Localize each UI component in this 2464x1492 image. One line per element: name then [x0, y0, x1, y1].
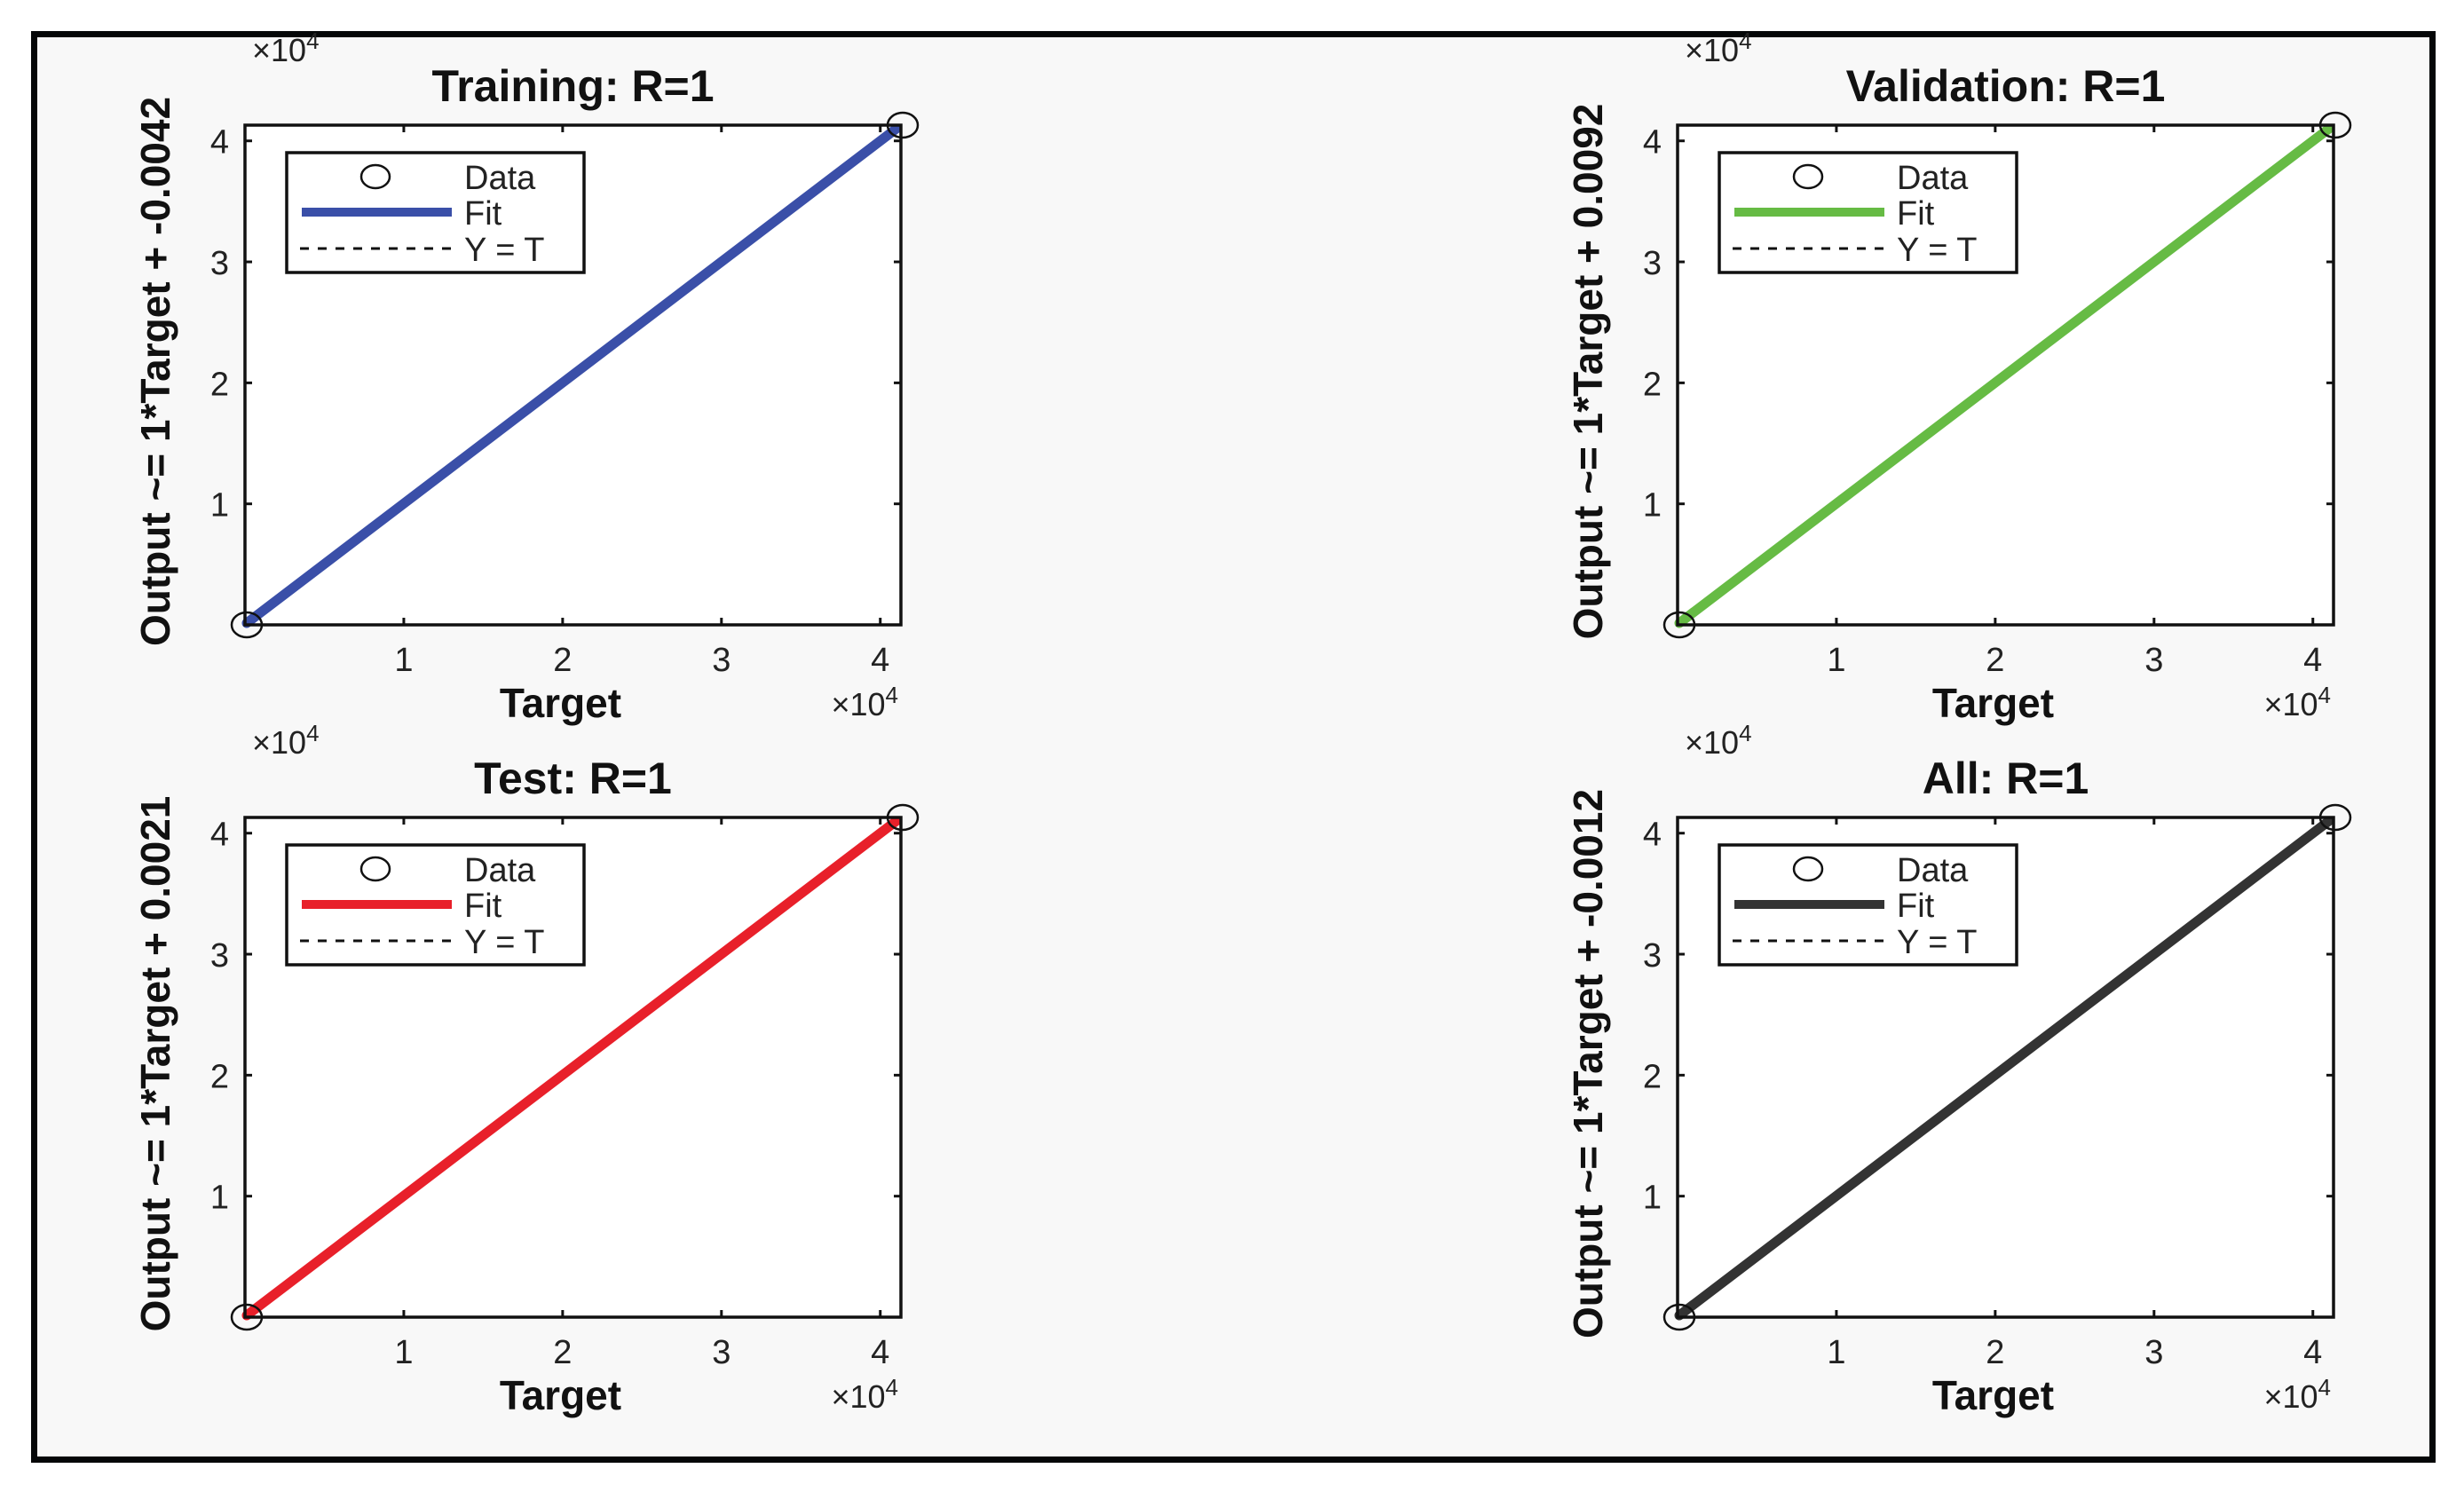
x-tick-label: 2: [1986, 1334, 2004, 1371]
x-tick-label: 4: [2303, 642, 2322, 679]
y-exponent-label: ×104: [252, 28, 320, 68]
x-tick-label: 1: [1827, 642, 1845, 679]
y-tick-label: 4: [210, 124, 229, 162]
panel-title: Test: R=1: [474, 754, 672, 803]
x-tick-label: 3: [2144, 642, 2163, 679]
panel-title: All: R=1: [1923, 754, 2089, 803]
y-tick-label: 3: [1643, 245, 1662, 282]
legend-identity-label: Y = T: [1897, 232, 1978, 269]
y-axis-label: Output ~= 1*Target + -0.0042: [132, 97, 178, 646]
y-axis-label: Output ~= 1*Target + 0.0092: [1565, 104, 1611, 640]
y-tick-label: 1: [210, 487, 229, 525]
y-tick-label: 2: [1643, 1058, 1662, 1095]
x-tick-label: 3: [2144, 1334, 2163, 1371]
y-tick-label: 1: [1643, 1180, 1662, 1217]
fit-line: [241, 123, 902, 628]
y-tick-label: 3: [210, 245, 229, 282]
x-tick-label: 4: [2303, 1334, 2322, 1371]
y-tick-label: 1: [210, 1180, 229, 1217]
legend-data-icon: [359, 856, 391, 882]
axes-box: [1676, 123, 2335, 627]
y-axis-label: Output ~= 1*Target + 0.0021: [132, 796, 178, 1332]
legend-data-icon: [1792, 856, 1824, 882]
y-tick-label: 2: [210, 366, 229, 403]
x-axis-label: Target: [500, 1372, 621, 1418]
panel-title: Validation: R=1: [1846, 61, 2166, 111]
legend-data-label: Data: [464, 852, 536, 889]
x-axis-label: Target: [1932, 680, 2054, 726]
legend-identity-label: Y = T: [464, 232, 545, 269]
y-exponent-label: ×104: [252, 720, 320, 761]
x-tick-label: 1: [394, 1334, 413, 1371]
axes-box: [243, 123, 903, 627]
x-tick-label: 4: [871, 1334, 889, 1371]
y-tick-label: 3: [1643, 937, 1662, 975]
y-exponent-label: ×104: [1685, 720, 1752, 761]
x-tick-label: 1: [394, 642, 413, 679]
y-tick-label: 4: [210, 817, 229, 854]
x-exponent-label: ×104: [2263, 1374, 2331, 1415]
fit-line: [1674, 123, 2334, 628]
y-axis-label: Output ~= 1*Target + -0.0012: [1565, 789, 1611, 1338]
x-tick-label: 3: [712, 1334, 731, 1371]
y-tick-label: 4: [1643, 817, 1662, 854]
y-tick-label: 3: [210, 937, 229, 975]
legend-fit-label: Fit: [464, 888, 502, 925]
y-tick-label: 1: [1643, 487, 1662, 525]
legend-data-icon: [359, 163, 391, 190]
x-axis-label: Target: [500, 680, 621, 726]
x-axis-label: Target: [1932, 1372, 2054, 1418]
fit-line: [241, 816, 902, 1321]
legend-data-label: Data: [1897, 160, 1969, 197]
x-tick-label: 3: [712, 642, 731, 679]
x-tick-label: 2: [553, 642, 572, 679]
x-tick-label: 1: [1827, 1334, 1845, 1371]
legend-data-icon: [1792, 163, 1824, 190]
legend-data-label: Data: [1897, 852, 1969, 889]
fit-line: [1674, 816, 2334, 1321]
legend-fit-label: Fit: [464, 195, 502, 233]
y-tick-label: 4: [1643, 124, 1662, 162]
x-tick-label: 2: [553, 1334, 572, 1371]
x-exponent-label: ×104: [831, 682, 898, 722]
x-exponent-label: ×104: [2263, 682, 2331, 722]
x-tick-label: 2: [1986, 642, 2004, 679]
axes-box: [243, 816, 903, 1319]
panel-title: Training: R=1: [431, 61, 714, 111]
x-tick-label: 4: [871, 642, 889, 679]
y-tick-label: 2: [210, 1058, 229, 1095]
legend-identity-label: Y = T: [464, 924, 545, 961]
x-exponent-label: ×104: [831, 1374, 898, 1415]
y-tick-label: 2: [1643, 366, 1662, 403]
y-exponent-label: ×104: [1685, 28, 1752, 68]
legend-fit-label: Fit: [1897, 195, 1935, 233]
axes-box: [1676, 816, 2335, 1319]
legend-identity-label: Y = T: [1897, 924, 1978, 961]
legend-fit-label: Fit: [1897, 888, 1935, 925]
legend-data-label: Data: [464, 160, 536, 197]
